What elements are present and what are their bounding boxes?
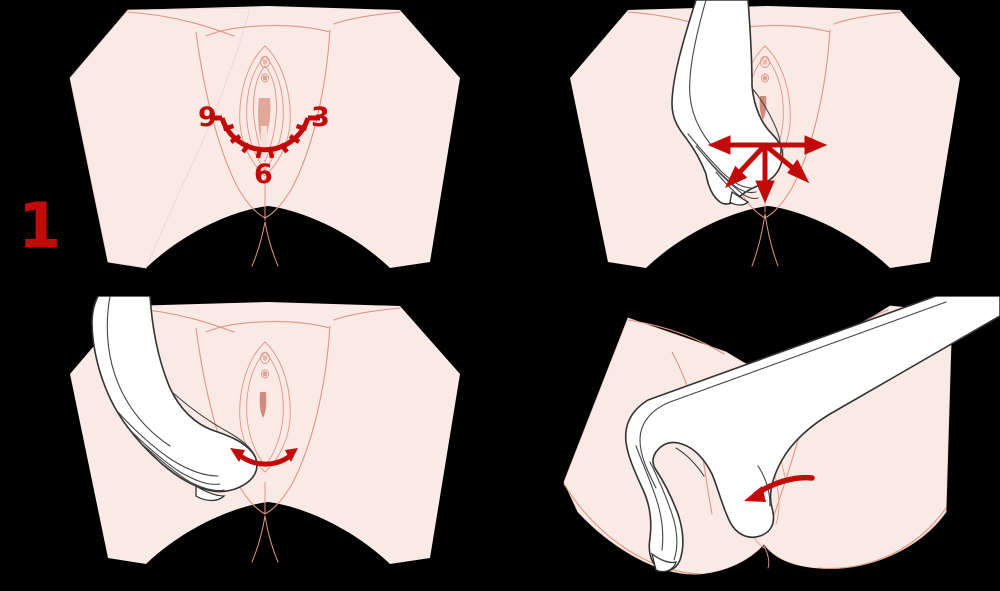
clock-label-3: 3 — [311, 102, 330, 133]
lateral-sweep-arrow — [230, 448, 298, 467]
body-silhouette — [70, 302, 460, 564]
stretch-arrow-southeast — [763, 143, 797, 172]
panel-1: 9 3 6 1 — [0, 0, 500, 295]
panel-3-illustration — [570, 0, 960, 268]
mucosa-shading — [258, 59, 271, 162]
panel-4-illustration — [563, 296, 1000, 575]
thigh-contour-lines — [127, 11, 401, 219]
clock-face-arc-icon — [210, 115, 320, 159]
clock-label-9: 9 — [198, 102, 217, 133]
mucosa-shading — [759, 59, 768, 120]
stretch-arrow-southwest — [736, 143, 767, 176]
clock-ticks — [222, 123, 308, 159]
hand-illustration — [624, 296, 1000, 573]
downward-pressure-arrow — [744, 474, 815, 502]
hand-illustration — [91, 296, 258, 502]
panel-2-illustration — [70, 296, 460, 564]
mucosa-shading — [259, 355, 268, 418]
panel-number-1: 1 — [18, 189, 62, 262]
perineal-midline — [251, 177, 279, 267]
clock-label-6: 6 — [254, 159, 273, 190]
panel-1-illustration — [69, 6, 460, 269]
panel-3: 3 — [500, 0, 1000, 295]
perineal-midline — [251, 481, 279, 563]
vulva-detail — [239, 45, 291, 177]
panel-4: 4 — [500, 296, 1000, 591]
panel-2: 2 — [0, 296, 500, 591]
radiating-stretch-arrows — [707, 135, 828, 204]
